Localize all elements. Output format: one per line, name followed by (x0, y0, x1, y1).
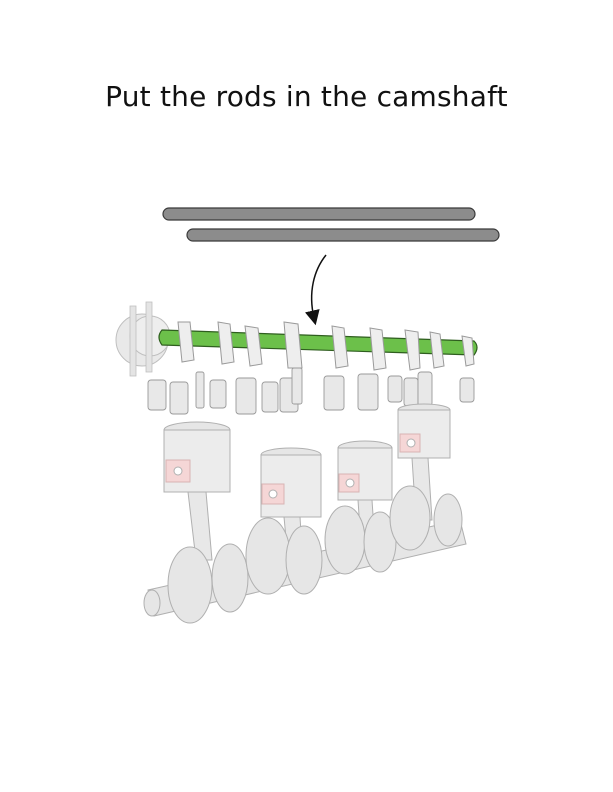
valve-spring (147, 379, 167, 411)
valve-spring (387, 375, 403, 403)
piston-1 (163, 421, 231, 493)
pistons-group (163, 403, 451, 518)
valve-spring (195, 371, 205, 409)
camshaft-group (115, 301, 478, 377)
valve-spring (323, 375, 345, 411)
crankshaft-group (143, 485, 467, 624)
curved-arrow-down-icon (305, 254, 327, 326)
valve-spring (417, 371, 433, 407)
valve-spring (169, 381, 189, 415)
valve-spring (459, 377, 475, 403)
valve-spring (235, 377, 257, 415)
piston-2 (260, 447, 322, 518)
piston-4 (397, 403, 451, 459)
rod-2 (186, 228, 500, 242)
valve-spring (261, 381, 279, 413)
rods-group (162, 207, 500, 242)
valve-spring (209, 379, 227, 409)
valve-spring (291, 367, 303, 405)
valve-springs-group (147, 367, 475, 415)
rod-1 (162, 207, 476, 221)
valve-spring (403, 377, 419, 407)
piston-3 (337, 440, 393, 501)
camshaft-body (158, 329, 478, 356)
valve-spring (357, 373, 379, 411)
cam-lobes (177, 321, 475, 371)
instruction-title: Put the rods in the camshaft (105, 80, 508, 113)
